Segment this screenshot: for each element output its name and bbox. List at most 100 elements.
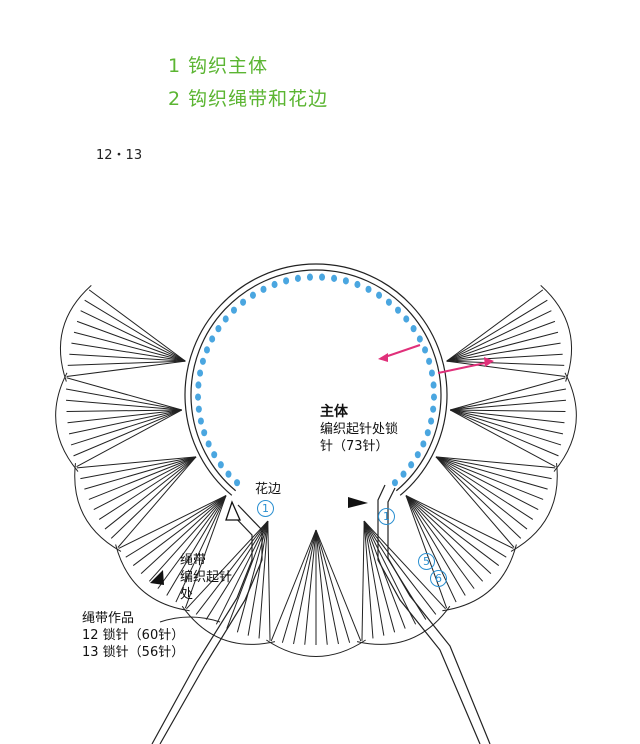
inner-ring-line [190, 269, 442, 492]
scallop-edge [510, 463, 558, 552]
fan-stitch [435, 456, 515, 548]
scallop-edge [266, 639, 366, 657]
chain-stitch [319, 273, 326, 281]
fan-stitch [125, 495, 227, 558]
chain-stitch [410, 325, 417, 333]
fan-stitch [446, 353, 563, 362]
fan-stitch [140, 495, 227, 574]
chain-stitch [283, 277, 290, 285]
chain-stitch [306, 273, 313, 281]
fan-stitch [267, 521, 271, 641]
fan-stitch [68, 409, 182, 435]
chain-stitch [217, 461, 224, 469]
chain-stitch [420, 440, 427, 448]
chain-stitch [416, 335, 423, 343]
fan-stitch [236, 520, 269, 633]
edging-label: 花边 [255, 482, 282, 497]
main-body-title: 主体 [320, 404, 348, 420]
fan-stitch [435, 456, 544, 500]
fan-stitch [405, 495, 514, 549]
fan-stitch [215, 520, 269, 625]
fan-stitch [446, 289, 544, 362]
fan-stitch [450, 409, 566, 413]
fan-stitch [281, 529, 317, 643]
chain-stitch [211, 451, 218, 459]
fan-stitch [65, 388, 182, 411]
chain-stitch [391, 479, 398, 487]
cord-left-inner [151, 511, 253, 744]
fan-stitch [73, 409, 183, 457]
main-body-line2: 针（73针） [320, 439, 389, 454]
chain-stitch [342, 277, 349, 285]
chain-stitch [365, 285, 372, 293]
fan-stitch [304, 529, 317, 645]
fan-stitch [195, 520, 269, 615]
page-numbers: 12・13 [96, 148, 143, 163]
fan-stitch [205, 520, 269, 620]
chain-stitch [422, 346, 429, 354]
fan-stitch [449, 409, 559, 457]
chain-stitch [205, 440, 212, 448]
cord-start-line2: 编织起针 [180, 570, 233, 585]
fan-stitch [405, 495, 492, 574]
row-marker-left-1: 1 [257, 500, 274, 517]
fan-stitch [450, 388, 567, 411]
fan-stitch [315, 529, 328, 645]
chain-stitch [376, 291, 383, 299]
fan-stitch [117, 456, 197, 548]
fan-stitch [93, 456, 197, 511]
fan-stitch [166, 495, 227, 596]
foundation-chain [195, 273, 437, 487]
step-1-title: 1 钩织主体 [168, 55, 269, 77]
start-triangle-right [348, 497, 368, 508]
fan-stitch [446, 310, 552, 362]
chain-stitch [222, 315, 229, 323]
fan-stitch [293, 529, 317, 645]
fan-stitch [66, 360, 186, 378]
chain-stitch [215, 325, 222, 333]
chain-stitch [249, 291, 256, 299]
scallop-edge [74, 463, 122, 552]
cord-work-line1: 绳带作品 [82, 611, 135, 626]
chain-stitch [331, 274, 338, 282]
arrow-head-1 [378, 353, 388, 362]
cord-start-line1: 绳带 [180, 553, 207, 568]
step-2-title: 2 钩织绳带和花边 [168, 88, 329, 110]
fan-stitch [405, 495, 484, 582]
fan-stitch [446, 320, 556, 362]
fan-stitch [66, 377, 182, 411]
cord-right-inner [387, 487, 491, 744]
fan-stitch [184, 495, 227, 609]
chain-stitch [426, 357, 433, 365]
inner-ring [184, 263, 448, 496]
chain-stitch [271, 280, 278, 289]
fan-stitch [118, 495, 227, 549]
scallop-edge [181, 605, 276, 645]
fan-stitch [405, 495, 507, 558]
fan-stitch [363, 521, 374, 639]
scallop-edge [540, 285, 572, 382]
chain-stitch [201, 429, 208, 437]
chain-stitch [203, 346, 210, 354]
fan-stitch [66, 399, 182, 411]
cord-work-line2: 12 锁针（60针） [82, 628, 185, 643]
fan-stitch [446, 360, 566, 378]
fan-stitch [148, 495, 227, 582]
fan-stitch [186, 520, 269, 610]
fan-stitch [361, 521, 365, 641]
fan-stitch [175, 495, 227, 603]
fan-stitch [67, 409, 182, 424]
fan-stitch [450, 409, 564, 435]
chain-stitch [195, 393, 202, 401]
chain-stitch [430, 381, 437, 389]
fan-stitch [84, 299, 186, 362]
start-triangle-left [150, 570, 164, 585]
fan-stitch [76, 456, 197, 469]
fan-stitch [435, 456, 528, 530]
fan-stitch [71, 342, 186, 362]
scallop-edge [442, 544, 517, 612]
fan-stitch [435, 456, 534, 520]
fan-stitch [450, 399, 566, 411]
arrow-pink-1 [381, 344, 421, 359]
